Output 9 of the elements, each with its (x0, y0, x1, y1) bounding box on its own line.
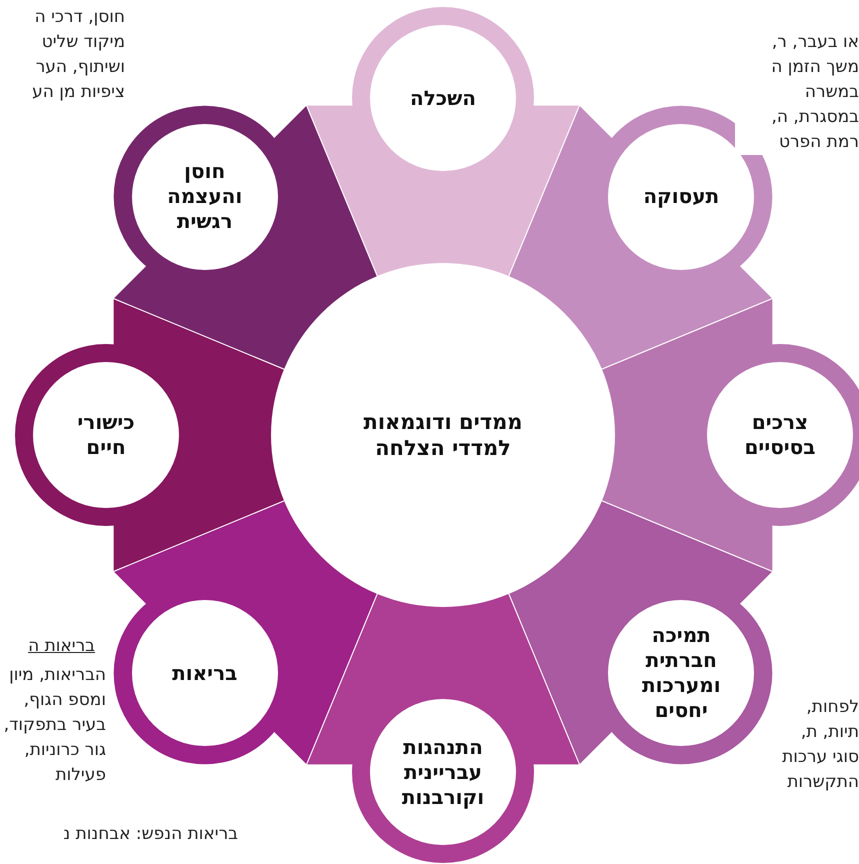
category-name: חוסן והעצמה רגשית (166, 159, 244, 234)
center-title: ממדים ודוגמאות למדדי הצלחה (362, 408, 524, 462)
category-name: צרכים בסיסיים (744, 410, 816, 460)
category-name: התנהגות עבריינית וקורבנות (400, 734, 486, 810)
category-name: תעסוקה (642, 184, 720, 210)
category-name: השכלה (408, 86, 478, 110)
category-name: כישורי חיים (76, 410, 136, 460)
category-name: בריאות (171, 660, 238, 686)
category-name: תמיכה חברתית ומערכות יחסים (641, 623, 722, 724)
